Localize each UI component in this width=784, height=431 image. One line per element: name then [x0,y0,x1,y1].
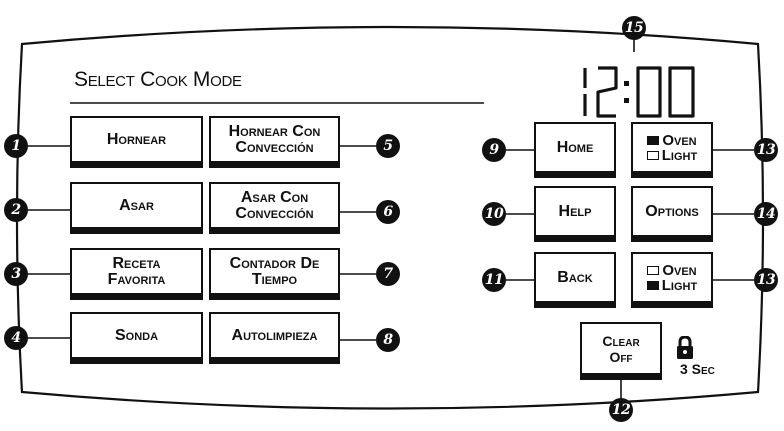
callout-14-badge: 14 [754,202,778,226]
convection-bake-button-label: Hornear Con Convección [228,122,321,156]
callout-11-badge: 11 [482,268,506,292]
home-button-label: Home [556,138,594,156]
help-button[interactable]: Help [534,186,616,242]
callout-2-badge: 2 [4,198,28,222]
back-button-label: Back [557,268,593,286]
broil-button[interactable]: Asar [70,182,203,234]
clear-off-button[interactable]: Clear Off [580,322,662,380]
oven-light-on-row-2: Light [646,276,698,294]
callout-12-badge: 12 [609,398,633,422]
light-on-indicator-icon [646,280,659,290]
oven-light-bottom-line1: Oven [662,261,697,279]
callout-3-badge: 3 [4,262,28,286]
bake-button-label: Hornear [106,130,167,148]
callout-15-badge: 15 [622,16,646,40]
lock-hold-time: 3 Sec [680,361,715,377]
clock-display [583,66,695,118]
callout-10-badge: 10 [482,202,506,226]
oven-light-off-button[interactable]: Oven Light [631,252,713,308]
light-off-indicator-icon [646,150,659,160]
help-button-label: Help [558,202,592,220]
oven-light-top-line2: Light [661,146,698,164]
convection-broil-button-label: Asar Con Convección [235,188,314,222]
favorite-recipe-button-label: Receta Favorita [107,254,166,288]
convection-broil-button[interactable]: Asar Con Convección [209,182,340,234]
callout-9-badge: 9 [482,138,506,162]
bake-button[interactable]: Hornear [70,116,203,168]
oven-light-off-row-2: Oven [647,261,697,279]
oven-light-bottom-line2: Light [661,276,698,294]
callout-13-bottom-badge: 13 [754,268,778,292]
convection-bake-button[interactable]: Hornear Con Convección [209,116,340,168]
back-button[interactable]: Back [534,252,616,308]
self-clean-button[interactable]: Autolimpieza [209,312,340,364]
probe-button[interactable]: Sonda [70,312,203,364]
callout-1-badge: 1 [4,134,28,158]
oven-light-off-row: Light [646,146,698,164]
callout-5-badge: 5 [376,134,400,158]
home-button[interactable]: Home [534,122,616,178]
timer-button[interactable]: Contador De Tiempo [209,248,340,300]
options-button-label: Options [645,202,699,220]
callout-lines [28,40,754,398]
lock-icon [675,335,715,365]
light-off-indicator-icon [647,265,660,275]
light-on-indicator-icon [647,135,660,145]
callout-4-badge: 4 [4,326,28,350]
oven-light-on-button[interactable]: Oven Light [631,122,713,178]
select-cook-mode-title: Select Cook Mode [74,68,242,91]
favorite-recipe-button[interactable]: Receta Favorita [70,248,203,300]
callout-8-badge: 8 [376,328,400,352]
oven-light-top-line1: Oven [662,131,697,149]
clear-off-button-label: Clear Off [602,332,640,365]
options-button[interactable]: Options [631,186,713,242]
callout-7-badge: 7 [376,262,400,286]
callout-13-top-badge: 13 [754,138,778,162]
callout-6-badge: 6 [376,200,400,224]
timer-button-label: Contador De Tiempo [229,254,320,288]
broil-button-label: Asar [119,196,154,214]
oven-light-on-row: Oven [647,131,697,149]
probe-button-label: Sonda [114,326,159,344]
self-clean-button-label: Autolimpieza [231,326,318,344]
